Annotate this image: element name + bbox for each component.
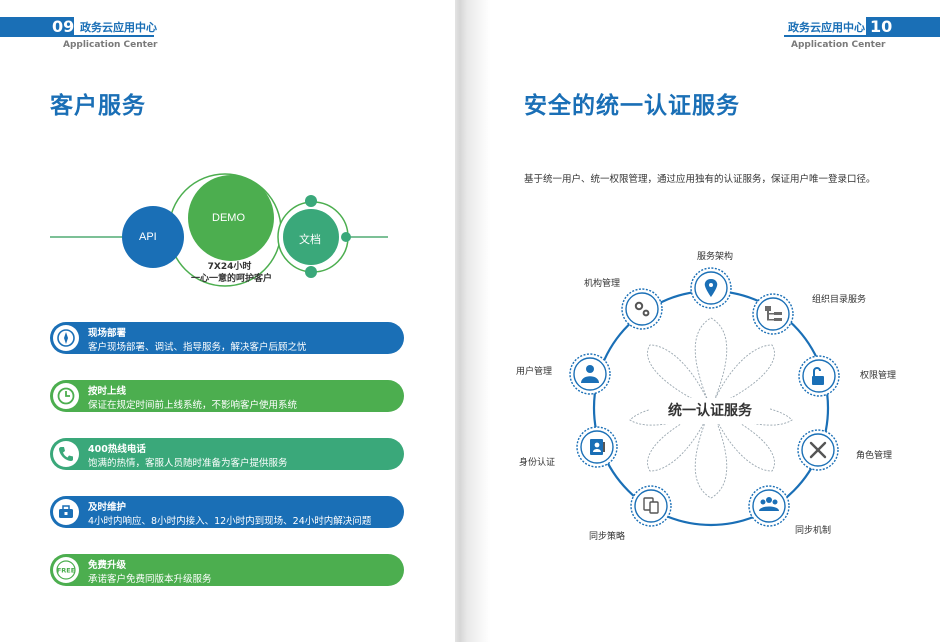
id-card-icon xyxy=(590,439,605,455)
service-desc: 饱满的热情，客服人员随时准备为客户提供服务 xyxy=(88,458,288,469)
customer-service-circles xyxy=(50,173,388,287)
service-title: 400热线电话 xyxy=(88,444,146,455)
node-org-management xyxy=(621,288,663,330)
service-title: 按时上线 xyxy=(88,386,127,397)
node-label-role: 角色管理 xyxy=(856,451,893,461)
service-pill-upgrade: FREE 免费升级 承诺客户免费同版本升级服务 xyxy=(50,554,404,586)
right-page-number: 10 xyxy=(866,17,940,37)
support-caption-line1: 7X24小时 xyxy=(207,262,252,272)
phone-icon xyxy=(53,441,79,467)
deploy-icon xyxy=(53,325,79,351)
support-caption-line2: 一心一意的呵护客户 xyxy=(190,274,272,284)
right-page-title: 安全的统一认证服务 xyxy=(524,93,740,119)
node-sync-strategy xyxy=(630,485,672,527)
service-desc: 4小时内响应、8小时内接入、12小时内到现场、24小时内解决问题 xyxy=(88,516,372,527)
service-pill-hotline: 400热线电话 饱满的热情，客服人员随时准备为客户提供服务 xyxy=(50,438,404,470)
demo-circle xyxy=(188,175,274,261)
user-icon xyxy=(581,365,599,383)
node-org-directory xyxy=(752,293,794,335)
org-tree-icon xyxy=(765,306,782,321)
service-title: 及时维护 xyxy=(88,502,127,513)
service-pill-deploy: 现场部署 客户现场部署、调试、指导服务，解决客户后顾之忧 xyxy=(50,322,404,354)
api-label: API xyxy=(139,231,157,243)
service-desc: 客户现场部署、调试、指导服务，解决客户后顾之忧 xyxy=(88,342,307,353)
node-user-management xyxy=(569,353,611,395)
node-label-permission: 权限管理 xyxy=(860,371,897,381)
right-header-rule xyxy=(784,35,866,37)
node-service-arch xyxy=(690,267,732,309)
left-page-number: 09 xyxy=(0,17,74,37)
toolbox-icon xyxy=(53,499,79,525)
service-title: 现场部署 xyxy=(88,328,127,339)
service-title: 免费升级 xyxy=(88,560,127,571)
node-label-service-arch: 服务架构 xyxy=(697,252,734,262)
gears-icon xyxy=(634,301,650,317)
docs-circle xyxy=(283,209,339,265)
svg-text:FREE: FREE xyxy=(57,567,75,575)
users-icon xyxy=(759,497,779,511)
demo-label: DEMO xyxy=(212,212,245,224)
docs-label: 文档 xyxy=(299,233,321,246)
service-desc: 承诺客户免费同版本升级服务 xyxy=(88,574,212,585)
service-pill-ontime: 按时上线 保证在规定时间前上线系统，不影响客户使用系统 xyxy=(50,380,404,412)
clock-icon xyxy=(53,383,79,409)
node-label-org-directory: 组织目录服务 xyxy=(812,295,867,305)
intro-text: 基于统一用户、统一权限管理，通过应用独有的认证服务，保证用户唯一登录口径。 xyxy=(524,174,876,185)
left-page-title: 客户服务 xyxy=(50,93,146,119)
node-label-user-management: 用户管理 xyxy=(516,367,553,377)
docs-dot-right xyxy=(341,232,351,242)
devices-icon xyxy=(643,497,659,514)
api-circle xyxy=(122,206,184,268)
node-sync-mechanism xyxy=(748,485,790,527)
left-page xyxy=(0,0,455,642)
node-label-sync-mechanism: 同步机制 xyxy=(795,526,832,536)
service-desc: 保证在规定时间前上线系统，不影响客户使用系统 xyxy=(88,400,298,411)
left-header-subtitle: Application Center xyxy=(63,40,158,50)
right-header-title: 政务云应用中心 xyxy=(788,21,865,34)
tools-icon xyxy=(809,441,827,459)
docs-dot-top xyxy=(305,195,317,207)
right-header-subtitle: Application Center xyxy=(791,40,886,50)
left-header-rule xyxy=(74,35,154,37)
service-pill-maintenance: 及时维护 4小时内响应、8小时内接入、12小时内到现场、24小时内解决问题 xyxy=(50,496,404,528)
node-role xyxy=(797,429,839,471)
node-identity xyxy=(576,426,618,468)
auth-center-title: 统一认证服务 xyxy=(650,398,770,424)
unlock-icon xyxy=(812,367,824,385)
docs-dot-bottom xyxy=(305,266,317,278)
location-pin-icon xyxy=(704,279,718,297)
node-label-org-management: 机构管理 xyxy=(584,279,621,289)
free-icon: FREE xyxy=(53,557,79,583)
node-label-identity: 身份认证 xyxy=(519,458,556,468)
node-label-sync-strategy: 同步策略 xyxy=(589,532,626,542)
node-permission xyxy=(798,355,840,397)
left-header-title: 政务云应用中心 xyxy=(80,21,157,34)
